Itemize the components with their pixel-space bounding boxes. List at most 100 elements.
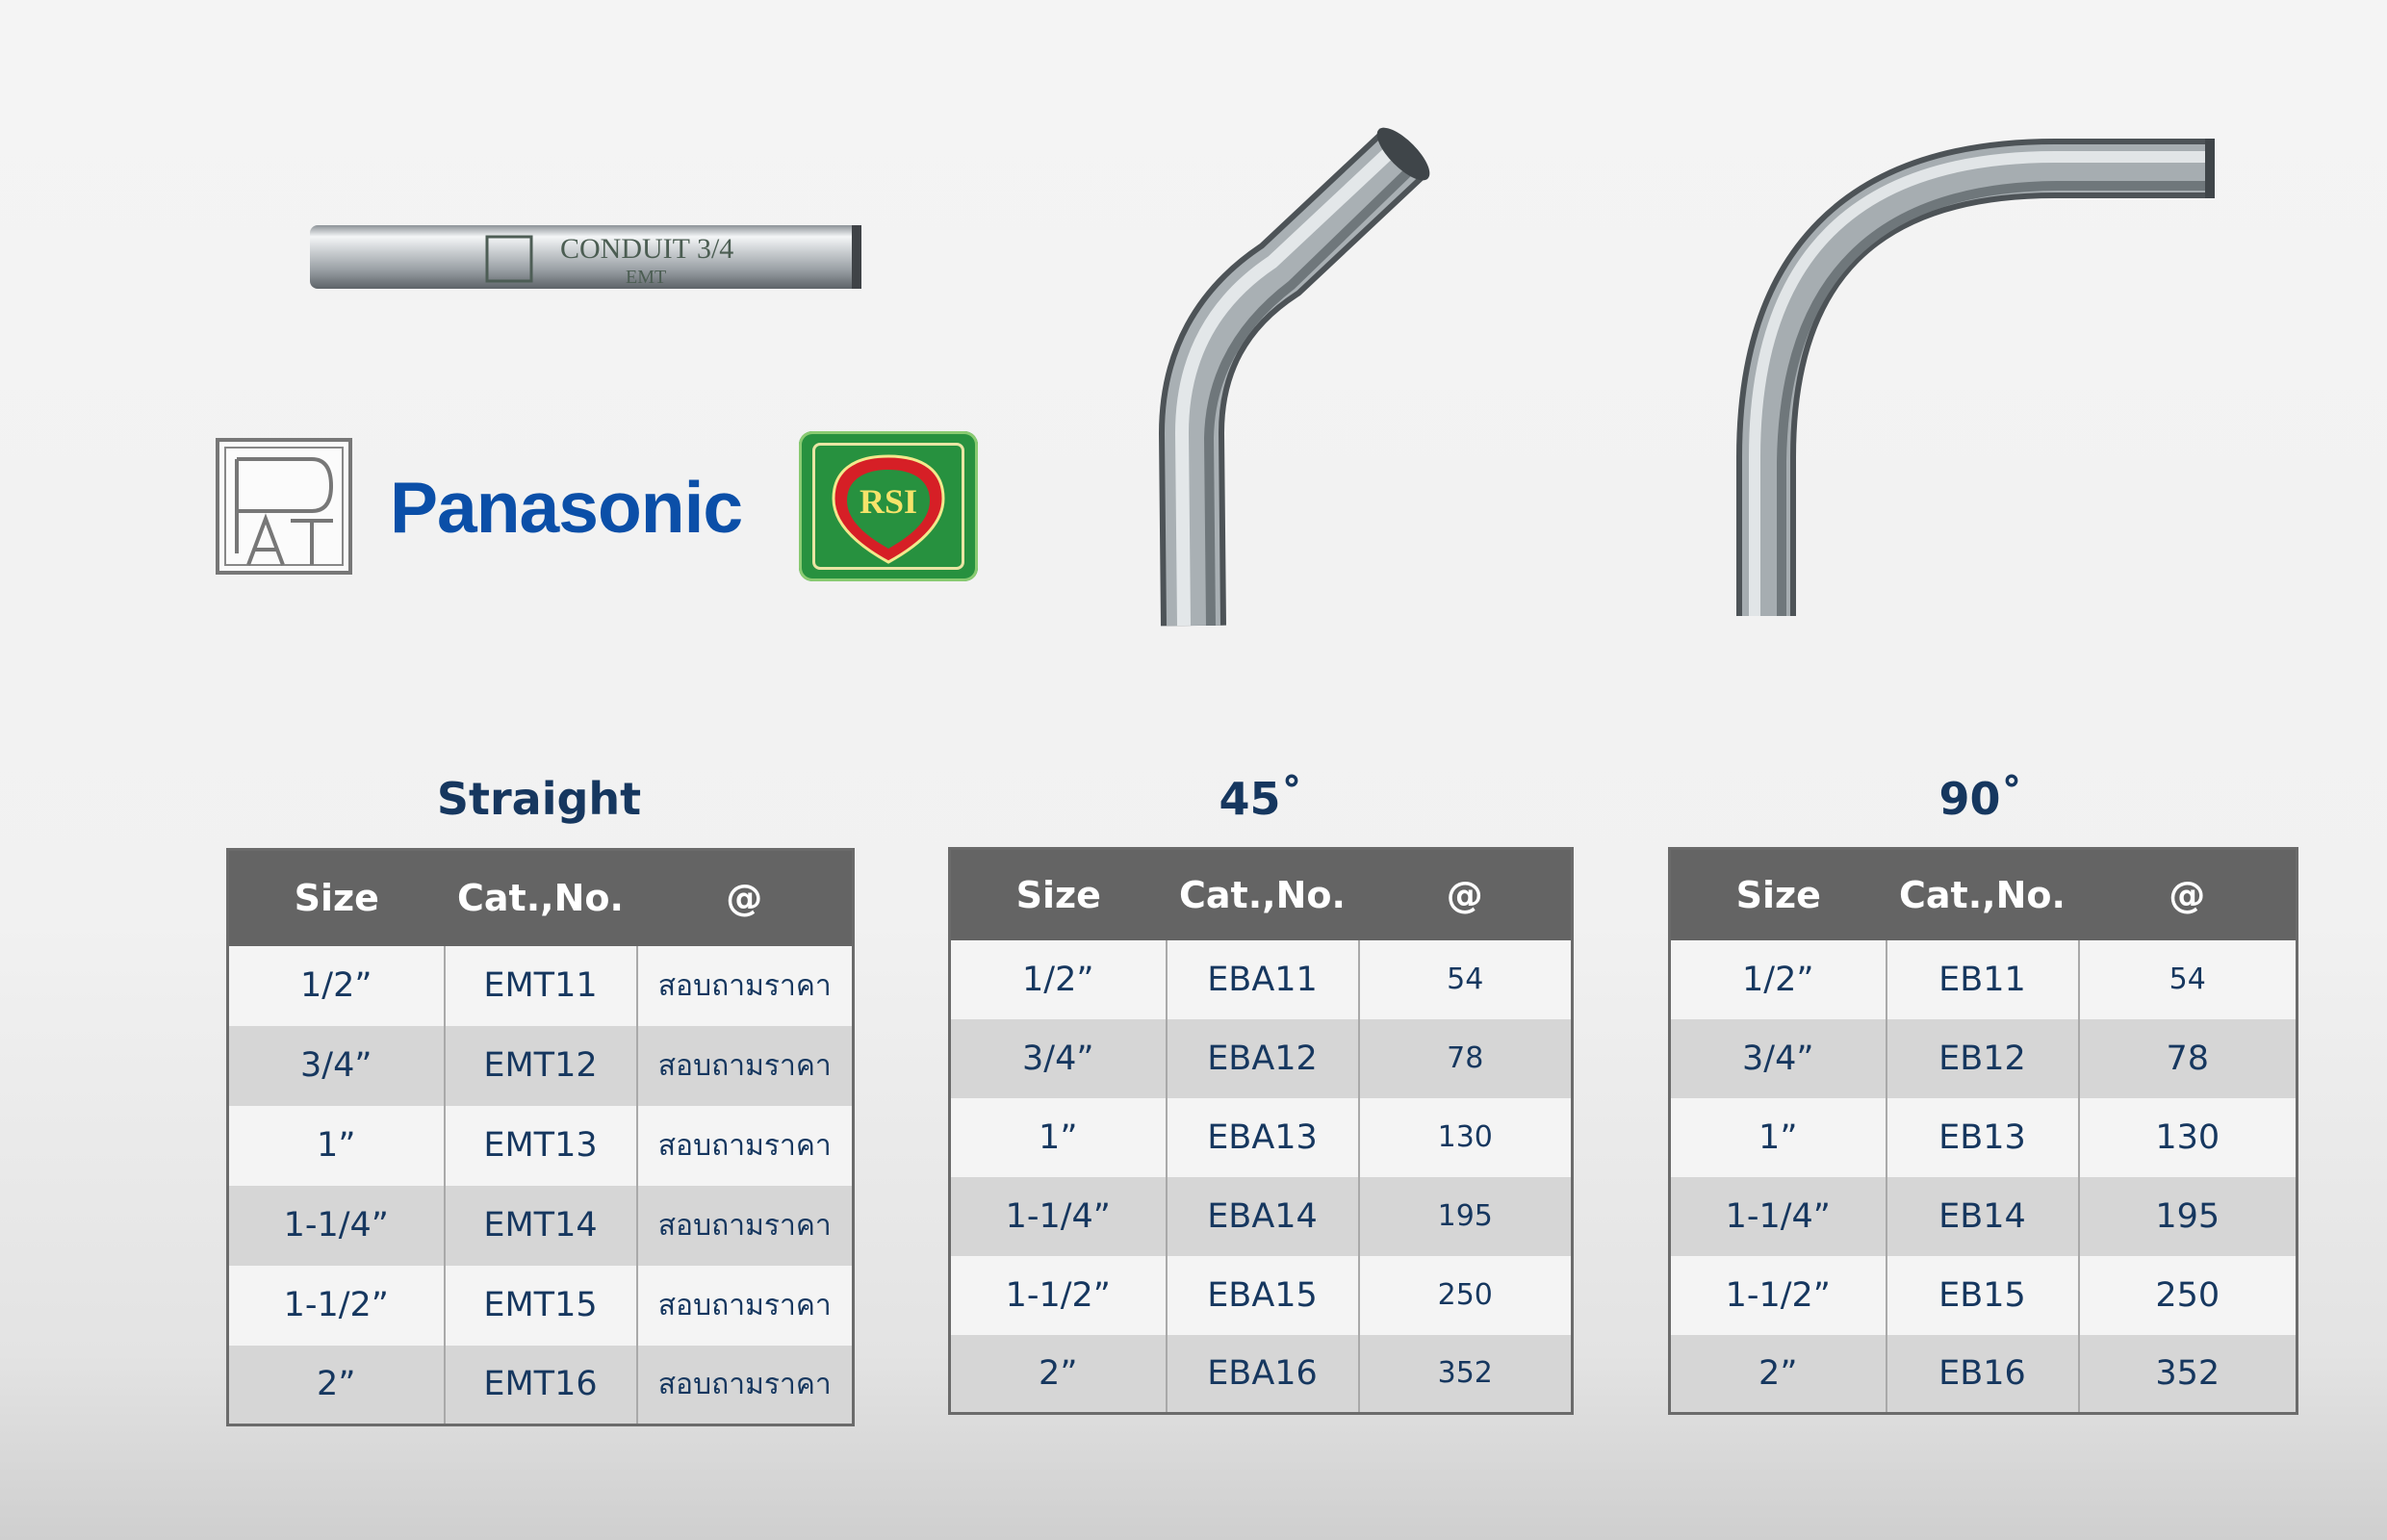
cell-size: 1” — [949, 1097, 1168, 1177]
cell-size: 3/4” — [227, 1025, 446, 1106]
cell-size: 1/2” — [1669, 939, 1887, 1019]
straight-table: Size Cat.,No. @ 1/2” EMT11 สอบถามราคา 3/… — [226, 848, 855, 1426]
cell-price: 78 — [2078, 1018, 2297, 1098]
cell-price: 250 — [1358, 1255, 1573, 1335]
elbow-45-image — [1158, 127, 1430, 627]
header-price: @ — [1358, 848, 1573, 940]
header-size: Size — [1669, 848, 1886, 940]
cell-price: 352 — [2078, 1334, 2297, 1414]
cell-size: 1-1/4” — [949, 1176, 1168, 1256]
cell-size: 1” — [1669, 1097, 1887, 1177]
table-row: 1-1/2” EMT15 สอบถามราคา — [227, 1265, 854, 1346]
table-header-row: Size Cat.,No. @ — [227, 849, 854, 946]
header-price: @ — [2078, 848, 2297, 940]
cell-cat-no: EMT13 — [444, 1105, 638, 1186]
cell-size: 1-1/2” — [949, 1255, 1168, 1335]
cell-cat-no: EBA13 — [1166, 1097, 1360, 1177]
header-size: Size — [227, 849, 445, 946]
table-row: 1-1/4” EB14 195 — [1669, 1176, 2297, 1256]
table-row: 1-1/4” EBA14 195 — [949, 1176, 1573, 1256]
table-row: 3/4” EB12 78 — [1669, 1018, 2297, 1098]
rsi-logo: RSI — [799, 431, 978, 581]
elbow-90-image — [1736, 139, 2215, 616]
cell-size: 2” — [227, 1345, 446, 1425]
elbow-45-table: Size Cat.,No. @ 1/2” EBA11 54 3/4” EBA12… — [948, 847, 1574, 1415]
cell-cat-no: EBA15 — [1166, 1255, 1360, 1335]
table-header-row: Size Cat.,No. @ — [949, 848, 1573, 940]
header-price: @ — [636, 849, 854, 946]
cell-price: 195 — [2078, 1176, 2297, 1256]
cell-size: 1-1/2” — [227, 1265, 446, 1346]
cell-cat-no: EBA14 — [1166, 1176, 1360, 1256]
table-row: 3/4” EBA12 78 — [949, 1018, 1573, 1098]
cell-cat-no: EMT14 — [444, 1185, 638, 1266]
cell-size: 1/2” — [949, 939, 1168, 1019]
table-row: 1” EB13 130 — [1669, 1097, 2297, 1177]
cell-price: สอบถามราคา — [636, 1025, 854, 1106]
table-row: 1/2” EB11 54 — [1669, 939, 2297, 1019]
table-row: 1/2” EBA11 54 — [949, 939, 1573, 1019]
cell-cat-no: EMT12 — [444, 1025, 638, 1106]
rsi-shield-icon — [832, 454, 945, 564]
cell-cat-no: EMT16 — [444, 1345, 638, 1425]
cell-cat-no: EBA11 — [1166, 939, 1360, 1019]
cell-size: 1/2” — [227, 945, 446, 1026]
cell-price: สอบถามราคา — [636, 1105, 854, 1186]
cell-size: 1-1/2” — [1669, 1255, 1887, 1335]
cell-price: สอบถามราคา — [636, 945, 854, 1026]
cell-price: 78 — [1358, 1018, 1573, 1098]
cell-cat-no: EB15 — [1886, 1255, 2080, 1335]
cell-size: 2” — [1669, 1334, 1887, 1414]
cell-cat-no: EMT15 — [444, 1265, 638, 1346]
pipe-marking-line1: CONDUIT 3/4 — [560, 233, 733, 265]
table-row: 1-1/2” EB15 250 — [1669, 1255, 2297, 1335]
cell-size: 1” — [227, 1105, 446, 1186]
cell-price: สอบถามราคา — [636, 1265, 854, 1346]
cell-size: 1-1/4” — [1669, 1176, 1887, 1256]
cell-size: 3/4” — [949, 1018, 1168, 1098]
cell-cat-no: EMT11 — [444, 945, 638, 1026]
cell-price: 195 — [1358, 1176, 1573, 1256]
table-row: 2” EMT16 สอบถามราคา — [227, 1345, 854, 1425]
cell-cat-no: EBA12 — [1166, 1018, 1360, 1098]
section-title-90: 90˚ — [1938, 773, 2023, 825]
header-size: Size — [949, 848, 1167, 940]
table-row: 1” EMT13 สอบถามราคา — [227, 1105, 854, 1186]
pat-logo — [216, 438, 352, 575]
section-title-straight: Straight — [436, 773, 642, 825]
straight-pipe-image: CONDUIT 3/4 EMT — [310, 225, 861, 289]
pipe-marking-line2: EMT — [626, 267, 666, 288]
table-row: 3/4” EMT12 สอบถามราคา — [227, 1025, 854, 1106]
cell-cat-no: EB13 — [1886, 1097, 2080, 1177]
cell-price: สอบถามราคา — [636, 1345, 854, 1425]
cell-price: 54 — [2078, 939, 2297, 1019]
cell-price: 130 — [1358, 1097, 1573, 1177]
table-row: 1/2” EMT11 สอบถามราคา — [227, 945, 854, 1026]
cell-cat-no: EB12 — [1886, 1018, 2080, 1098]
panasonic-logo: Panasonic — [390, 467, 743, 548]
header-cat-no: Cat.,No. — [1886, 848, 2079, 940]
cell-price: สอบถามราคา — [636, 1185, 854, 1266]
cell-cat-no: EB11 — [1886, 939, 2080, 1019]
pat-mark-icon — [485, 235, 533, 283]
table-row: 2” EBA16 352 — [949, 1334, 1573, 1414]
table-row: 1-1/4” EMT14 สอบถามราคา — [227, 1185, 854, 1266]
rsi-logo-text: RSI — [859, 482, 918, 521]
cell-size: 1-1/4” — [227, 1185, 446, 1266]
table-header-row: Size Cat.,No. @ — [1669, 848, 2297, 940]
cell-price: 130 — [2078, 1097, 2297, 1177]
cell-size: 2” — [949, 1334, 1168, 1414]
cell-size: 3/4” — [1669, 1018, 1887, 1098]
cell-price: 250 — [2078, 1255, 2297, 1335]
section-title-45: 45˚ — [1219, 773, 1303, 825]
header-cat-no: Cat.,No. — [1166, 848, 1359, 940]
table-row: 1” EBA13 130 — [949, 1097, 1573, 1177]
elbow-90-table: Size Cat.,No. @ 1/2” EB11 54 3/4” EB12 7… — [1668, 847, 2298, 1415]
cell-cat-no: EBA16 — [1166, 1334, 1360, 1414]
cell-price: 352 — [1358, 1334, 1573, 1414]
table-row: 1-1/2” EBA15 250 — [949, 1255, 1573, 1335]
cell-cat-no: EB16 — [1886, 1334, 2080, 1414]
cell-cat-no: EB14 — [1886, 1176, 2080, 1256]
table-row: 2” EB16 352 — [1669, 1334, 2297, 1414]
header-cat-no: Cat.,No. — [444, 849, 637, 946]
